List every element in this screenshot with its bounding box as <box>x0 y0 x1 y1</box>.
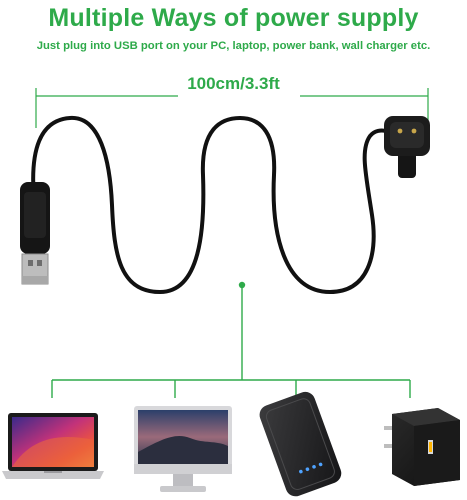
connection-lines <box>51 285 411 398</box>
connection-dot <box>238 281 246 289</box>
cable-length-label: 100cm/3.3ft <box>187 74 280 93</box>
page-title: Multiple Ways of power supply <box>48 4 419 32</box>
laptop-icon <box>2 413 104 479</box>
desktop-monitor-icon <box>134 406 232 492</box>
wall-charger-icon <box>384 408 460 486</box>
page-subtitle: Just plug into USB port on your PC, lapt… <box>36 40 431 52</box>
cable <box>31 115 410 295</box>
usb-a-connector-icon <box>20 182 50 285</box>
charging-cradle-icon <box>384 116 430 178</box>
dimension-line <box>35 88 429 128</box>
power-bank-icon <box>259 391 342 497</box>
